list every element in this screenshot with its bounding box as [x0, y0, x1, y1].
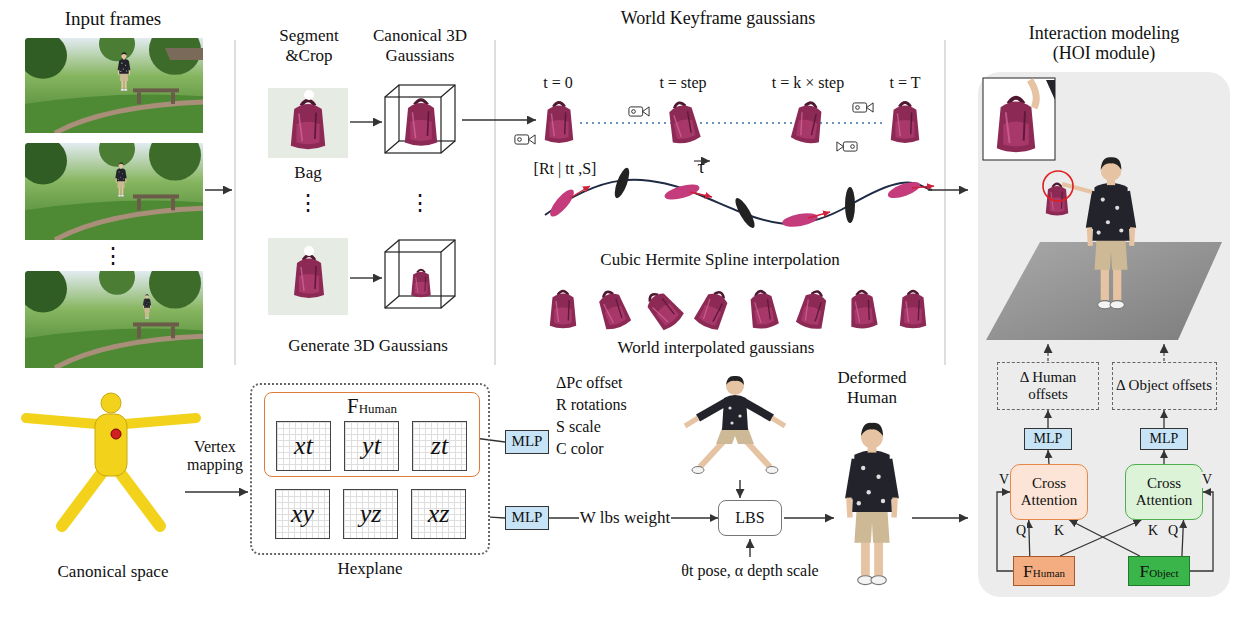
connector [1048, 450, 1049, 464]
edge-label: V [1201, 472, 1213, 487]
annotation-label: Input frames [38, 8, 188, 30]
plane-grid: zt [412, 421, 467, 471]
node-text: Δ Human offsets [998, 369, 1098, 404]
node-text: Hexplane [337, 559, 402, 579]
node-text: LBS [735, 509, 764, 527]
node-text: Cross Attention [1126, 475, 1202, 510]
plane-grid: xz [411, 489, 466, 539]
edge-label: K [1053, 523, 1065, 538]
node-text: yt [362, 431, 381, 461]
node-text: xt [294, 431, 313, 461]
feature-box: FObject [1128, 556, 1190, 586]
node-text: Δ Object offsets [1116, 377, 1212, 394]
edge-label: K [1147, 523, 1159, 538]
annotation-label: ΔPc offset [556, 374, 676, 392]
node-text: xz [428, 499, 450, 529]
attention-box: Cross Attention [1125, 464, 1203, 520]
annotation-label: Cubic Hermite Spline interpolation [560, 250, 880, 270]
node-text: Interaction modeling (HOI module) [1014, 23, 1194, 64]
hexplane-group: HexplaneFHumanxtytztxyyzxz [250, 383, 490, 555]
annotation-label: Bag [278, 163, 338, 183]
edge-label: W lbs weight [579, 509, 671, 528]
annotation-label: t = step [643, 74, 723, 92]
annotation-label: Canonical space [33, 562, 193, 582]
connector [480, 439, 505, 442]
connector [1029, 520, 1030, 556]
annotation-label: t = 0 [528, 74, 588, 92]
annotation-label: ⋮ [293, 190, 323, 215]
plane-grid: xy [275, 489, 330, 539]
node-text: FObject [1139, 561, 1178, 581]
annotation-label: Canonical 3D Gaussians [363, 26, 478, 65]
annotation-label: S scale [556, 418, 676, 436]
annotation-label: ⋮ [405, 190, 435, 215]
feature-group: FHuman xt yt zt [264, 392, 480, 477]
connector [1163, 450, 1164, 464]
node-text: zt [431, 431, 448, 461]
node-text: MLP [512, 509, 543, 526]
annotation-label: C color [556, 440, 676, 458]
edge-label: V [998, 472, 1010, 487]
annotation-label: Segment &Crop [264, 26, 354, 65]
mlp-box: MLP [1140, 428, 1188, 450]
plane-grid: yt [344, 421, 399, 471]
mlp-box: MLP [505, 506, 549, 530]
annotation-label: t = T [875, 74, 935, 92]
annotation-label: t = k × step [753, 74, 863, 92]
mlp-box: MLP [505, 430, 549, 454]
connector [1182, 520, 1184, 556]
connector [1047, 410, 1048, 428]
hoi-panel: Interaction modeling (HOI module)Δ Human… [978, 72, 1230, 597]
connector [1060, 520, 1141, 556]
plane-grid: yz [343, 489, 398, 539]
lbs-box: LBS [718, 500, 782, 536]
annotation-label: Vertex mapping [179, 438, 251, 475]
annotation-label: ⋮ [98, 243, 128, 268]
annotation-label: [Rt | tt ,S] [510, 160, 620, 178]
node-text: FHuman [347, 394, 397, 418]
plane-grid: xt [276, 421, 331, 471]
edge-label: Q [1015, 523, 1027, 538]
connector [490, 517, 505, 519]
node-text: FHuman [1023, 561, 1065, 581]
mlp-box: MLP [1024, 428, 1072, 450]
offset-box: Δ Human offsets [997, 362, 1099, 410]
node-text: Cross Attention [1011, 475, 1087, 510]
connector [1163, 410, 1164, 428]
node-text: yz [360, 499, 382, 529]
node-text: MLP [1034, 431, 1063, 447]
annotation-label: World Keyframe gaussians [588, 8, 848, 29]
offset-box: Δ Object offsets [1112, 362, 1217, 410]
feature-box: FHuman [1013, 556, 1075, 586]
annotation-label: World interpolated gaussians [576, 338, 856, 358]
annotation-label: τ [691, 157, 711, 178]
attention-box: Cross Attention [1010, 464, 1088, 520]
edge-label: Q [1167, 523, 1179, 538]
annotation-label: R rotations [556, 396, 676, 414]
node-text: MLP [512, 433, 543, 450]
node-text: MLP [1150, 431, 1179, 447]
annotation-label: Generate 3D Gaussians [268, 336, 468, 356]
node-text: xy [291, 499, 314, 529]
annotation-label: Deformed Human [827, 368, 917, 407]
annotation-label: θt pose, α depth scale [665, 562, 835, 580]
